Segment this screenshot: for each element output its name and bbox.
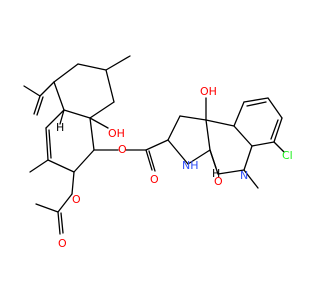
label-h-right: H (212, 167, 220, 180)
right-ring-system (167, 97, 285, 189)
molecule-structure: OH O O O H OH O NH O N Cl H (23, 55, 293, 250)
label-nh: NH (182, 159, 199, 172)
label-o-carbonyl-right: O (150, 173, 159, 186)
label-o-ring: O (214, 175, 223, 188)
label-oh-left: OH (108, 127, 125, 140)
label-n-methyl: N (240, 169, 248, 182)
label-o-acetyl-carbonyl: O (58, 237, 67, 250)
label-oh-right: OH (200, 85, 217, 98)
label-h-left: H (56, 121, 64, 134)
ester-bridge (125, 139, 169, 172)
structure-canvas: OH O O O H OH O NH O N Cl H (23, 55, 293, 250)
left-ring-system (23, 55, 131, 235)
label-o-acetyl-ring: O (72, 193, 81, 206)
label-o-ester: O (118, 143, 127, 156)
label-cl: Cl (282, 149, 293, 162)
